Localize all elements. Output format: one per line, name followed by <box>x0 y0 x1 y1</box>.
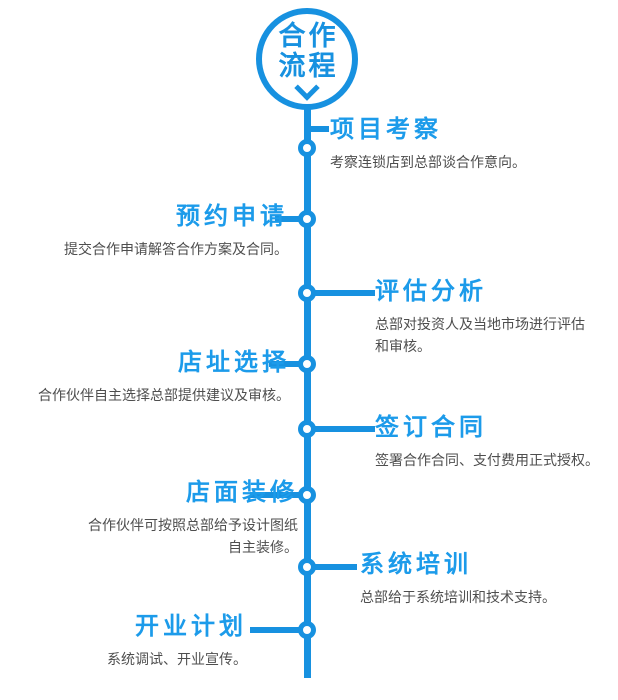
connector-step-1 <box>307 126 329 132</box>
timeline-node-5 <box>298 420 316 438</box>
connector-step-8 <box>250 627 307 633</box>
connector-step-6 <box>250 492 307 498</box>
step-desc: 系统调试、开业宣传。 <box>107 651 247 667</box>
timeline-node-3 <box>298 284 316 302</box>
step-desc: 合作伙伴自主选择总部提供建议及审核。 <box>38 387 290 403</box>
step-title: 系统培训 <box>360 551 472 578</box>
step-title: 开业计划 <box>135 613 247 640</box>
step-title: 签订合同 <box>375 414 487 441</box>
connector-step-2 <box>275 216 307 222</box>
step-desc: 合作伙伴可按照总部给予设计图纸自主装修。 <box>88 517 298 555</box>
step-desc: 提交合作申请解答合作方案及合同。 <box>64 241 288 257</box>
timeline-node-7 <box>298 558 316 576</box>
step-site-selection: 店址选择 合作伙伴自主选择总部提供建议及审核。 <box>38 349 290 407</box>
step-contract-signing: 签订合同 签署合作合同、支付费用正式授权。 <box>375 414 599 472</box>
connector-step-5 <box>307 426 375 432</box>
step-system-training: 系统培训 总部给于系统培训和技术支持。 <box>360 551 556 609</box>
step-title: 评估分析 <box>375 278 487 305</box>
step-title: 店址选择 <box>178 349 290 376</box>
step-title: 店面装修 <box>186 479 298 506</box>
step-opening-plan: 开业计划 系统调试、开业宣传。 <box>107 613 247 671</box>
step-desc: 考察连锁店到总部谈合作意向。 <box>330 154 526 170</box>
step-evaluation-analysis: 评估分析 总部对投资人及当地市场进行评估和审核。 <box>375 278 591 357</box>
step-desc: 签署合作合同、支付费用正式授权。 <box>375 452 599 468</box>
flow-title-line2: 流程 <box>278 51 339 81</box>
step-project-inspection: 项目考察 考察连锁店到总部谈合作意向。 <box>330 116 526 174</box>
step-title: 项目考察 <box>330 116 442 143</box>
timeline-node-4 <box>298 355 316 373</box>
step-appointment-application: 预约申请 提交合作申请解答合作方案及合同。 <box>64 203 288 261</box>
timeline-node-2 <box>298 210 316 228</box>
step-title: 预约申请 <box>176 203 288 230</box>
step-store-decoration: 店面装修 合作伙伴可按照总部给予设计图纸自主装修。 <box>82 479 298 558</box>
timeline-node-8 <box>298 621 316 639</box>
connector-step-7 <box>307 564 357 570</box>
step-desc: 总部对投资人及当地市场进行评估和审核。 <box>375 316 585 354</box>
connector-step-4 <box>269 361 307 367</box>
flow-header-circle: 合作 流程 <box>256 8 358 110</box>
connector-step-3 <box>307 290 375 296</box>
step-desc: 总部给于系统培训和技术支持。 <box>360 589 556 605</box>
timeline-spine <box>304 105 311 678</box>
timeline-node-6 <box>298 486 316 504</box>
flow-title-line1: 合作 <box>278 20 339 51</box>
timeline-node-1 <box>298 139 316 157</box>
